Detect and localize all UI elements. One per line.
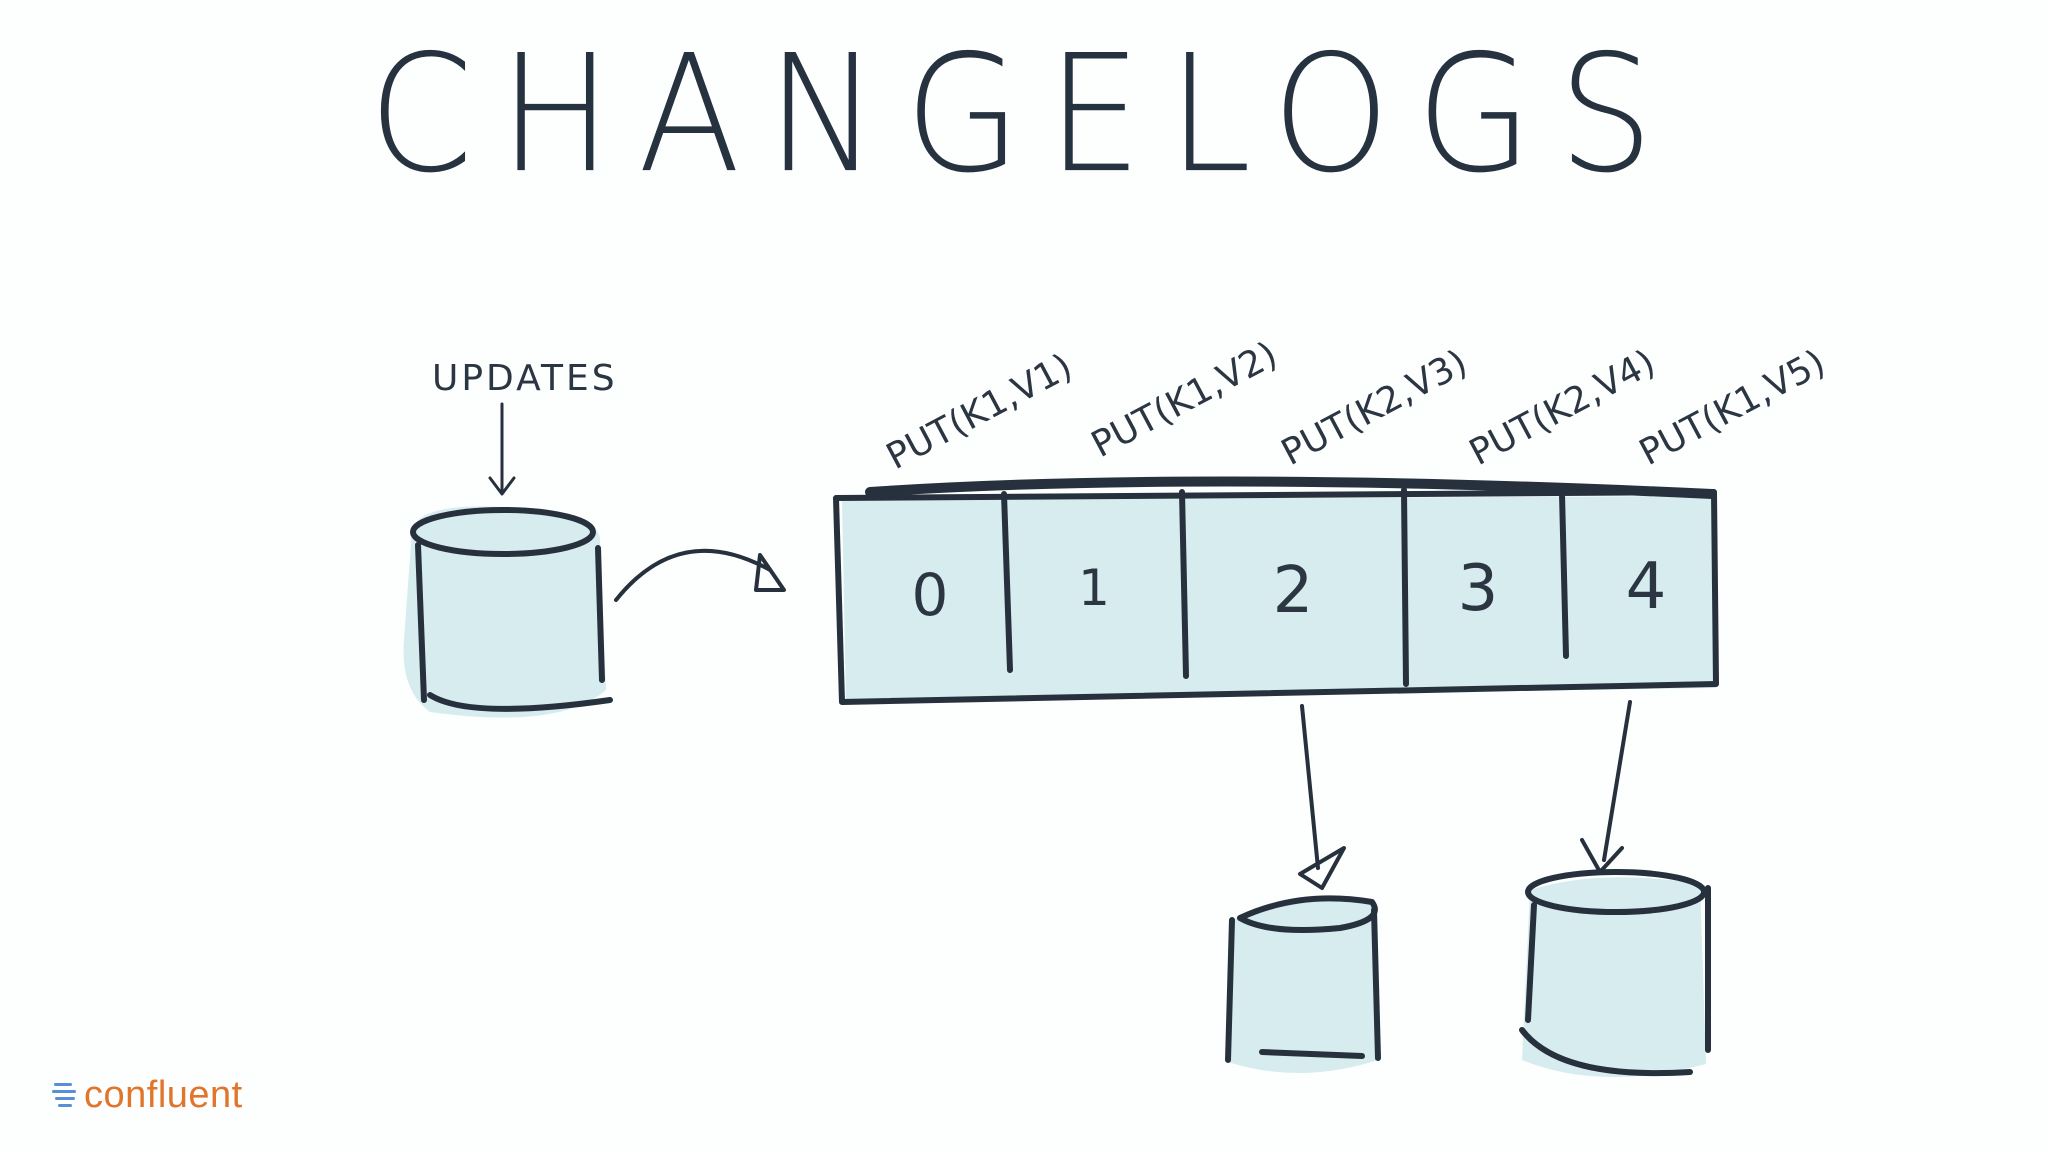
store-to-log-arrow bbox=[614, 548, 786, 602]
source-store-cylinder bbox=[403, 506, 613, 718]
log-operation-2: PUT(K2,V3) bbox=[1275, 342, 1474, 474]
log-operation-3: PUT(K2,V4) bbox=[1463, 342, 1662, 474]
log-offset-0: 0 bbox=[912, 561, 949, 629]
updates-arrow bbox=[488, 402, 516, 496]
log-operation-4: PUT(K1,V5) bbox=[1633, 342, 1832, 474]
replica-store-1-cylinder bbox=[1225, 895, 1381, 1074]
page-title: CHANGELOGS bbox=[368, 21, 1680, 209]
log-to-replica-2-arrow bbox=[1580, 700, 1632, 874]
confluent-logo: confluent bbox=[52, 1074, 243, 1117]
log-offset-1: 1 bbox=[1078, 559, 1110, 617]
log-offset-4: 4 bbox=[1626, 550, 1667, 624]
log-offset-2: 2 bbox=[1273, 554, 1314, 628]
log-offset-3: 3 bbox=[1458, 552, 1499, 626]
confluent-logo-icon bbox=[52, 1081, 78, 1111]
confluent-logo-text: confluent bbox=[84, 1074, 243, 1116]
changelog-log bbox=[833, 476, 1719, 705]
updates-label: UPDATES bbox=[432, 358, 618, 399]
replica-store-2-cylinder bbox=[1519, 869, 1711, 1078]
log-operation-1: PUT(K1,V2) bbox=[1085, 334, 1284, 466]
log-operation-0: PUT(K1,V1) bbox=[880, 346, 1079, 478]
log-to-replica-1-arrow bbox=[1298, 704, 1346, 890]
